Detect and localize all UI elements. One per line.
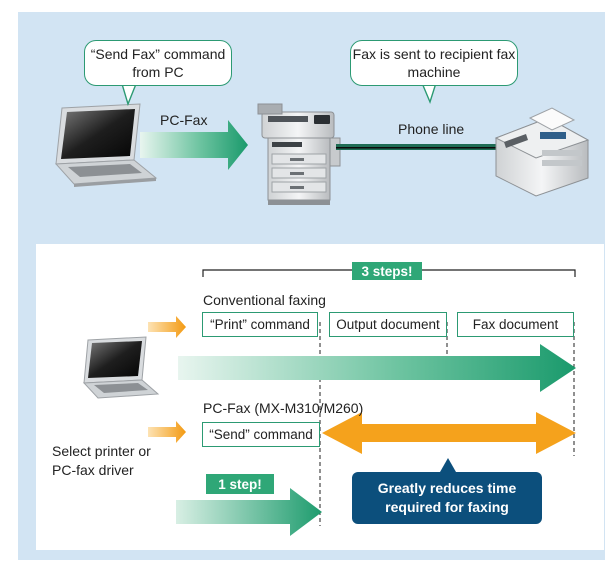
three-steps-badge: 3 steps! — [352, 262, 422, 280]
pc-fax-arrow — [140, 120, 248, 170]
orange-arrow-send — [148, 421, 186, 443]
pc-fax-label: PC-Fax — [160, 112, 208, 128]
conventional-faxing-title: Conventional faxing — [203, 292, 326, 308]
fax-machine-icon — [494, 107, 590, 197]
laptop-icon — [54, 103, 158, 187]
time-saved-double-arrow — [322, 412, 576, 454]
laptop-icon-small — [82, 336, 160, 399]
orange-arrow-print — [148, 316, 186, 338]
pc-fax-model-title: PC-Fax (MX-M310/M260) — [203, 400, 364, 416]
step-send-box: “Send” command — [202, 422, 320, 447]
step-print-box: “Print” command — [202, 312, 318, 337]
mfp-copier-icon — [257, 103, 341, 205]
bubble-tail-left — [121, 83, 138, 107]
one-step-badge: 1 step! — [206, 474, 274, 494]
step-output-box: Output document — [329, 312, 447, 337]
phone-line-label: Phone line — [398, 121, 465, 137]
pc-fax-time-arrow — [176, 488, 322, 536]
send-fax-bubble: “Send Fax” command from PC — [84, 40, 232, 86]
step-fax-box: Fax document — [457, 312, 574, 337]
conventional-time-arrow — [178, 344, 576, 392]
time-reduction-note: Greatly reduces time required for faxing — [352, 472, 542, 524]
fax-sent-bubble: Fax is sent to recipient fax machine — [350, 40, 518, 86]
select-driver-label: Select printer or PC-fax driver — [52, 443, 151, 478]
note-pointer — [440, 458, 456, 472]
